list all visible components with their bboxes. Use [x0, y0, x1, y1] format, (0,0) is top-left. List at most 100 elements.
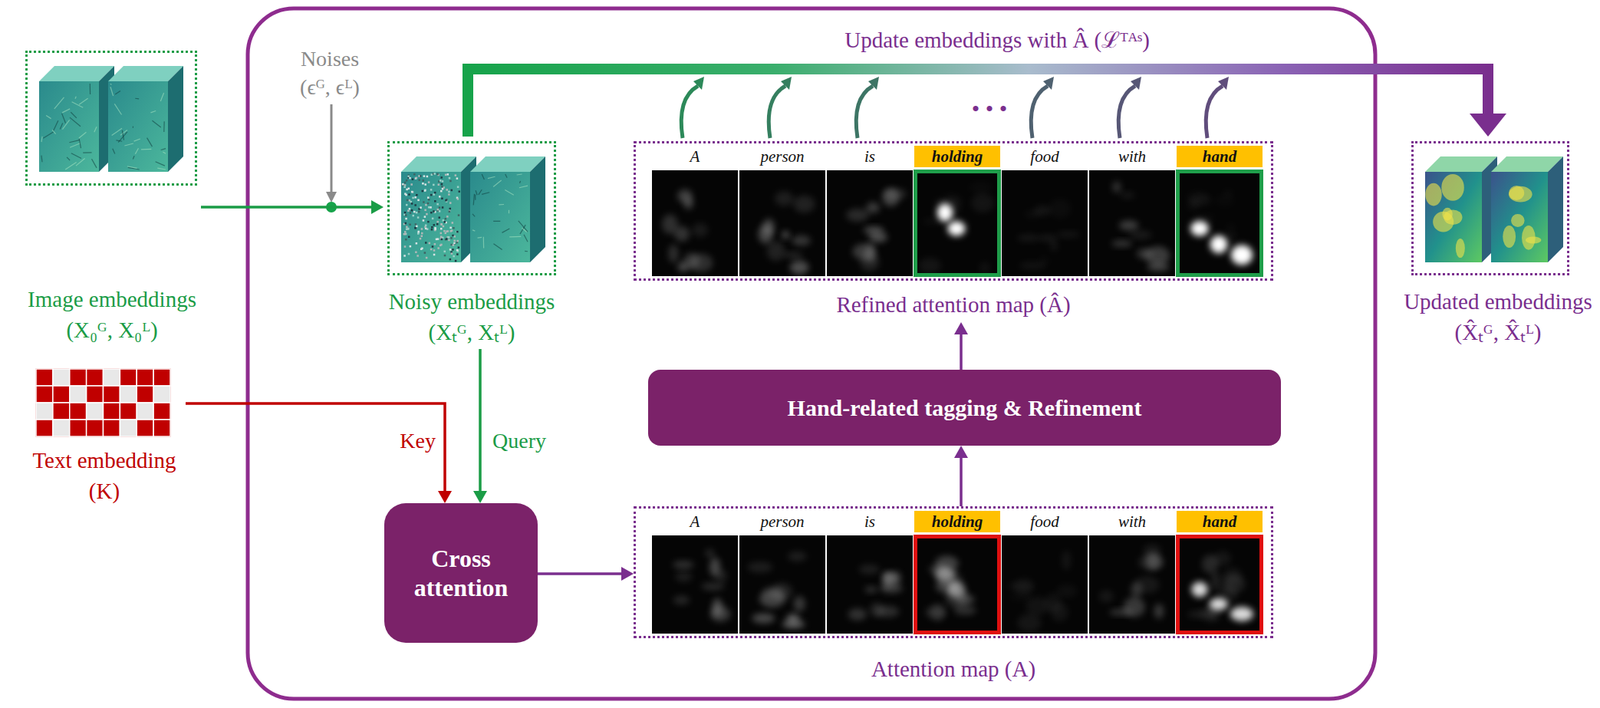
- connector: [467, 69, 1507, 137]
- heat-blob: [674, 571, 692, 582]
- embedding-cell: [52, 385, 70, 403]
- noise-dot: [449, 207, 452, 211]
- connector-line: [467, 69, 1489, 137]
- embedding-cell: [136, 368, 154, 386]
- texture-stroke: [493, 243, 502, 251]
- noise-dot: [421, 232, 424, 235]
- noise-dot: [433, 253, 436, 257]
- noise-dot: [438, 210, 442, 213]
- noise-dot: [434, 191, 437, 195]
- box-text: Hand-related tagging & Refinement: [663, 394, 1266, 422]
- noise-dot: [414, 223, 418, 226]
- noise-dot: [456, 249, 459, 252]
- heat-blob: [1187, 191, 1209, 206]
- heat-blob: [1201, 554, 1219, 573]
- connector-line: [478, 348, 482, 494]
- texture-stroke: [473, 194, 475, 206]
- attention-cell: [914, 170, 1001, 277]
- texture-stroke: [481, 192, 490, 195]
- noise-dot: [432, 184, 435, 187]
- texture-stroke: [114, 103, 122, 115]
- texture-stroke: [111, 128, 122, 135]
- texture-stroke: [481, 174, 484, 180]
- noise-dot: [434, 243, 437, 246]
- highlight-blob: [1441, 174, 1464, 201]
- token-word: holding: [914, 510, 1001, 533]
- arrowhead: [437, 490, 452, 504]
- noise-dot: [415, 211, 419, 214]
- noise-dot: [421, 246, 424, 250]
- noise-dot: [447, 193, 451, 196]
- noise-dot: [441, 180, 445, 183]
- noise-dot: [436, 203, 439, 206]
- noise-dot: [457, 185, 460, 188]
- attention-cell: [1001, 535, 1088, 634]
- noise-dot: [428, 242, 432, 245]
- heat-blob: [1134, 576, 1160, 594]
- noise-dot: [434, 227, 437, 231]
- grid-frame: [36, 368, 171, 437]
- heat-blob: [774, 190, 794, 206]
- heat-blob: [882, 188, 899, 207]
- texture-stroke: [501, 228, 510, 233]
- heat-blob: [791, 235, 811, 247]
- noise-dot: [408, 187, 411, 191]
- noise-dot: [436, 223, 439, 226]
- connector: [185, 403, 452, 504]
- illustration: [383, 136, 560, 349]
- texture-stroke: [161, 148, 166, 151]
- arrowhead: [954, 322, 968, 335]
- texture-stroke: [69, 117, 81, 127]
- texture-stroke: [82, 151, 92, 154]
- texture-stroke: [472, 230, 475, 231]
- arrowhead: [371, 200, 384, 214]
- noise-dot: [454, 235, 457, 238]
- cube-face: [108, 81, 168, 172]
- texture-stroke: [519, 185, 528, 188]
- noise-dot: [426, 175, 429, 178]
- noise-dot: [444, 199, 448, 202]
- texture-stroke: [509, 236, 521, 238]
- texture-stroke: [132, 126, 134, 129]
- embedding-cell: [52, 402, 70, 420]
- embedding-panel: ApersonisholdingfoodwithhandAttention ma…: [633, 506, 1274, 687]
- noise-dot: [421, 234, 424, 238]
- heat-blob: [757, 224, 773, 244]
- connector: [537, 566, 634, 581]
- noise-dot: [445, 230, 448, 233]
- hand-blob: [948, 581, 966, 598]
- embedding-cell: [69, 402, 87, 420]
- hand-blob: [937, 204, 953, 222]
- noise-dot: [433, 223, 436, 227]
- update-arrowhead: [1043, 76, 1054, 90]
- noise-dot: [441, 185, 444, 188]
- caption: (X₀ᴳ, X₀ᴸ): [23, 316, 201, 344]
- heat-blob: [979, 261, 991, 274]
- embedding-cell: [86, 419, 104, 437]
- noise-dot: [456, 240, 459, 243]
- noise-dot: [421, 179, 425, 182]
- attention-heat: [1007, 550, 1077, 633]
- noise-dot: [437, 246, 440, 250]
- token-word: person: [739, 510, 826, 533]
- noise-dot: [450, 243, 453, 247]
- noise-dot: [436, 173, 439, 176]
- heat-blob: [701, 582, 725, 591]
- noise-dot: [430, 188, 433, 191]
- noise-dot: [431, 173, 434, 176]
- highlight-blob: [1508, 186, 1533, 203]
- heat-blob: [672, 560, 695, 569]
- heat-blob: [918, 257, 942, 274]
- texture-stroke: [478, 189, 482, 195]
- texture-stroke: [163, 121, 165, 132]
- attention-cell: [1089, 170, 1176, 277]
- texture-stroke: [94, 126, 97, 132]
- noise-dot: [411, 190, 414, 194]
- embedding-panel: ApersonisholdingfoodwithhandRefined atte…: [633, 141, 1274, 323]
- noise-dot: [454, 260, 458, 263]
- connector: [200, 200, 384, 214]
- hand-blob: [1209, 598, 1228, 611]
- noise-dot: [424, 226, 427, 229]
- noise-dot: [449, 248, 452, 251]
- highlight-blob: [1425, 183, 1442, 207]
